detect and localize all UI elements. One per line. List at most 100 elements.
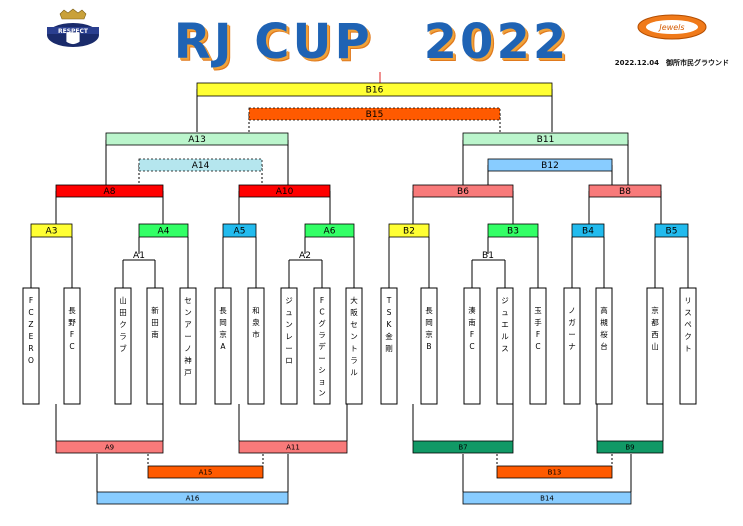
match-b5: B5 [654,223,689,238]
team-box: 大阪セントラル [345,287,363,405]
respect-logo: RESPECT [47,8,99,47]
match-b4: B4 [571,223,605,238]
match-bar [412,184,514,198]
match-label: A14 [192,161,210,171]
match-bar [55,184,164,198]
match-b12: B12 [487,158,613,172]
match-b9: B9 [596,440,664,454]
match-b7: B7 [412,440,514,454]
match-bar [412,440,514,454]
match-a3: A3 [30,223,73,238]
match-bar [238,440,348,454]
team-box: 和泉市 [247,287,265,405]
match-label: B5 [666,227,678,237]
team-name: ノガーナ [568,306,576,351]
match-a9: A9 [55,440,164,454]
match-label: B4 [582,227,594,237]
team-box: 高槻桜台 [595,287,613,405]
team-box: 京都西山 [646,287,664,405]
match-a10: A10 [238,184,331,198]
match-b15: B15 [248,107,501,121]
team-name: 京都西山 [651,305,659,351]
match-label: B14 [540,495,554,503]
team-box: ノガーナ [563,287,581,405]
team-box: ジュンレーロ [280,287,298,405]
match-bar [571,223,605,238]
team-name: 新田南 [151,305,159,339]
team-box: 新田南 [146,287,164,405]
match-a11: A11 [238,440,348,454]
match-bar [147,465,264,479]
match-bar [248,107,501,121]
match-label: A11 [286,444,300,452]
match-label: A16 [186,495,200,503]
match-label: B13 [548,469,562,477]
match-label: B3 [507,227,519,237]
team-name: ジュエルス [501,296,509,353]
match-bar [222,223,257,238]
team-name: リスペクト [684,296,692,353]
match-b2: B2 [388,223,430,238]
match-bar [388,223,430,238]
match-b6: B6 [412,184,514,198]
match-b1: B1 [482,251,494,261]
match-a1: A1 [133,251,145,261]
match-b11: B11 [462,132,629,146]
match-a16: A16 [96,491,289,505]
team-name: センアーノ神戸 [184,296,192,377]
match-bar [304,223,355,238]
match-label: A10 [276,187,294,197]
match-label: B12 [541,161,559,171]
team-box: センアーノ神戸 [179,287,197,405]
match-bar [654,223,689,238]
match-bar [138,158,263,172]
match-b16: B16 [196,82,553,97]
match-label: B16 [366,86,384,96]
match-a15: A15 [147,465,264,479]
jewels-logo: Jewels [637,14,707,40]
logo-text: Jewels [657,23,684,32]
match-a4: A4 [138,223,189,238]
match-a13: A13 [105,132,289,146]
team-box: 山田クラブ [114,287,132,405]
team-box: ジュエルス [496,287,514,405]
match-label: A6 [324,227,336,237]
match-bar [238,184,331,198]
match-label: A13 [188,135,206,145]
match-label: B7 [458,444,467,452]
team-name: 和泉市 [252,306,260,339]
match-b13: B13 [496,465,613,479]
match-label: A8 [104,187,116,197]
logo-text: RESPECT [58,28,89,35]
team-box: リスペクト [679,287,697,405]
match-label: A15 [199,469,213,477]
match-bar [138,223,189,238]
match-bar [30,223,73,238]
match-label: A3 [46,227,58,237]
match-label: B2 [403,227,415,237]
team-name: 大阪セントラル [350,295,358,377]
match-label: B6 [457,187,469,197]
match-bar [596,440,664,454]
match-bar [496,465,613,479]
match-a8: A8 [55,184,164,198]
team-name: 山田クラブ [119,295,127,353]
match-bar [588,184,662,198]
match-label: B9 [625,444,634,452]
team-name: ジュンレーロ [285,296,293,365]
match-label: B8 [619,187,631,197]
match-a2: A2 [299,251,311,261]
match-bar [487,158,613,172]
match-b3: B3 [487,223,539,238]
